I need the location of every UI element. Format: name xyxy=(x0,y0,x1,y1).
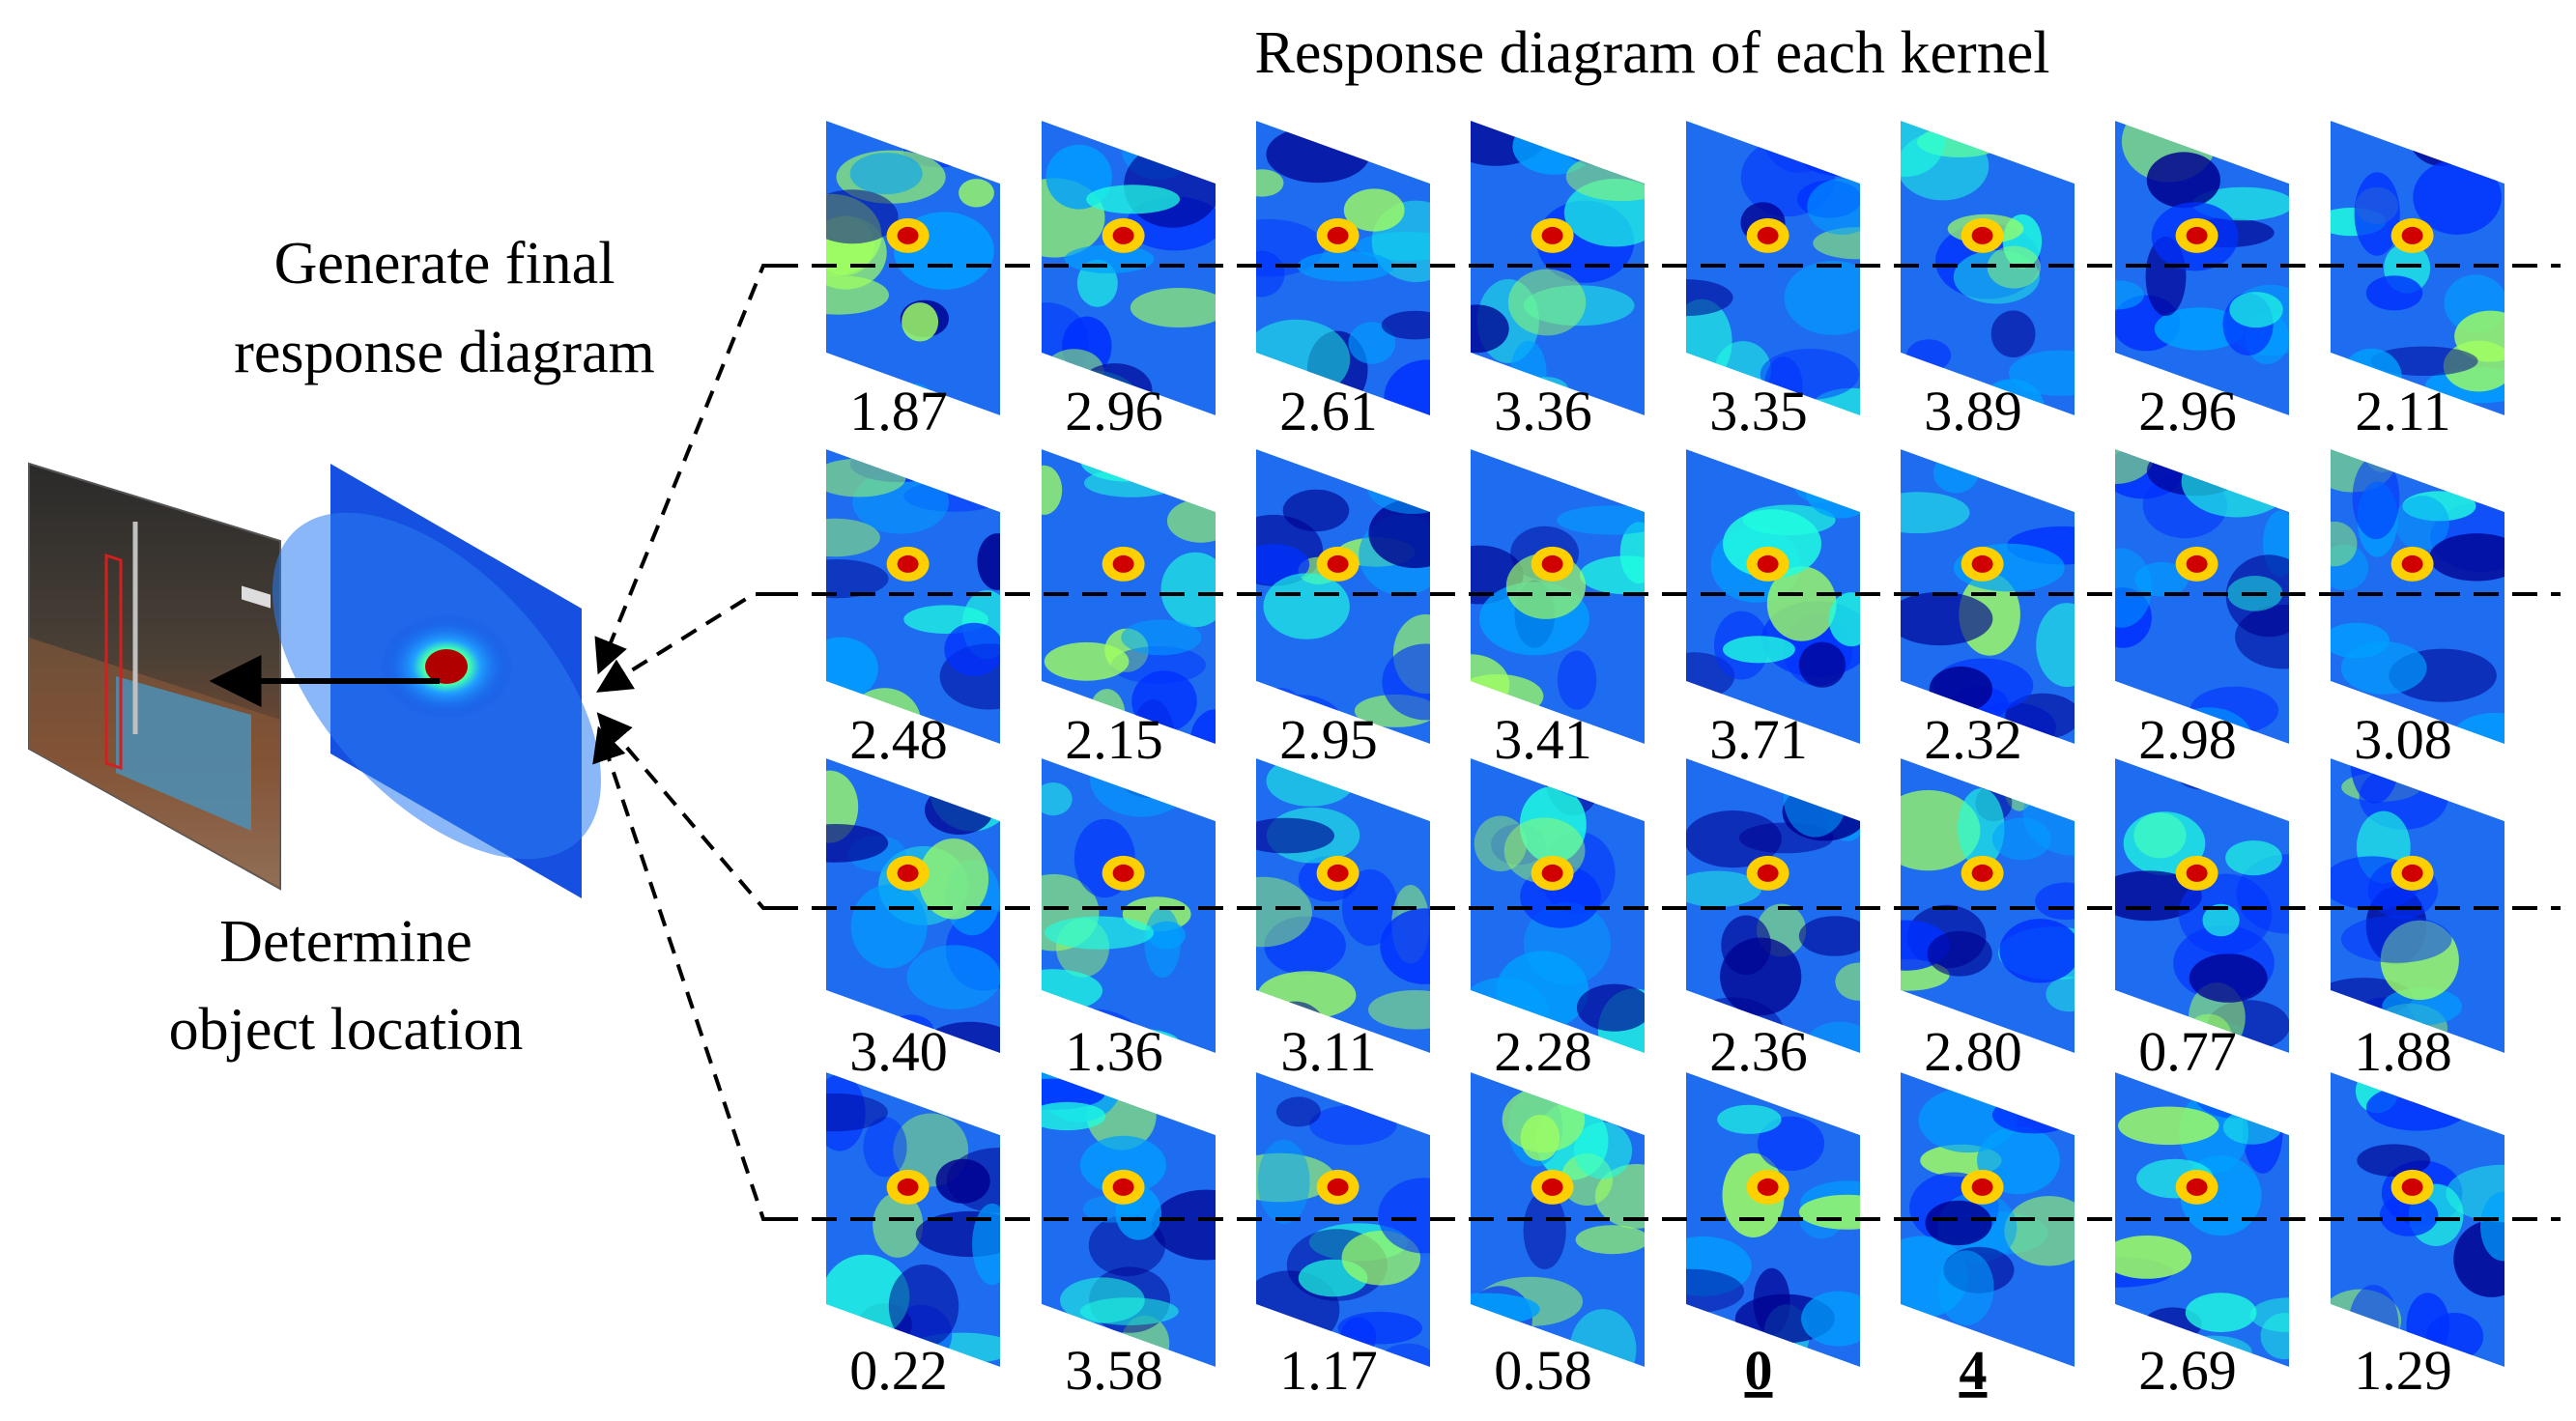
kernel-score-labels: 1.87 2.96 2.61 3.36 3.35 3.89 2.96 2.11 2.48 2.15… xyxy=(849,380,2452,1402)
kernel-tile xyxy=(1256,449,1430,744)
kernel-score: 2.11 xyxy=(2355,380,2450,442)
kernel-tile xyxy=(1256,758,1430,1053)
kernel-score: 1.36 xyxy=(1065,1020,1163,1083)
kernel-score: 1.88 xyxy=(2354,1020,2452,1083)
kernel-tile xyxy=(1686,121,1860,415)
kernel-score: 4 xyxy=(1960,1339,1988,1402)
kernel-score: 3.11 xyxy=(1280,1020,1376,1083)
kernel-score: 3.71 xyxy=(1709,708,1808,771)
kernel-score: 2.98 xyxy=(2138,708,2237,771)
kernel-score: 3.35 xyxy=(1709,380,1808,442)
kernel-score: 2.36 xyxy=(1709,1020,1808,1083)
kernel-score: 1.87 xyxy=(849,380,948,442)
kernel-score: 0.77 xyxy=(2138,1020,2237,1083)
kernel-score: 1.17 xyxy=(1279,1339,1378,1402)
kernel-score: 3.58 xyxy=(1065,1339,1163,1402)
kernel-tile xyxy=(2115,758,2289,1053)
kernel-score: 2.69 xyxy=(2138,1339,2237,1402)
kernel-tile xyxy=(1471,449,1645,744)
kernel-score: 2.96 xyxy=(1065,380,1163,442)
kernel-tile xyxy=(1686,449,1860,744)
kernel-tile xyxy=(826,758,1000,1053)
generate-label-line1: Generate final xyxy=(274,231,615,297)
kernel-tile xyxy=(2331,449,2504,744)
kernel-score: 3.89 xyxy=(1924,380,2022,442)
determine-label-line1: Determine xyxy=(219,909,472,975)
kernel-tile xyxy=(1256,1072,1430,1367)
kernel-score: 0.22 xyxy=(849,1339,948,1402)
determine-label-line2: object location xyxy=(169,997,524,1063)
kernel-score: 2.96 xyxy=(2138,380,2237,442)
kernel-tile xyxy=(2331,1072,2504,1367)
kernel-score: 3.08 xyxy=(2354,708,2452,771)
kernel-tile xyxy=(1901,449,2075,744)
kernel-score: 1.29 xyxy=(2354,1339,2452,1402)
kernel-score: 2.28 xyxy=(1494,1020,1592,1083)
kernel-score: 3.36 xyxy=(1494,380,1592,442)
video-frame-image xyxy=(28,462,281,891)
kernel-score: 0.58 xyxy=(1494,1339,1592,1402)
kernel-tile xyxy=(826,449,1000,744)
kernel-tile xyxy=(1686,1072,1860,1367)
kernel-score: 2.95 xyxy=(1279,708,1378,771)
kernel-tile xyxy=(1042,1072,1216,1367)
row-connectors xyxy=(592,264,773,1221)
kernel-response-grid xyxy=(826,121,2504,1367)
kernel-score: 2.48 xyxy=(849,708,948,771)
kernel-tile xyxy=(1901,758,2075,1053)
kernel-score: 2.80 xyxy=(1924,1020,2022,1083)
final-response-map xyxy=(272,464,601,898)
kernel-score: 2.61 xyxy=(1279,380,1378,442)
row-dashed-lines xyxy=(773,264,2561,1221)
kernel-tile xyxy=(2331,121,2504,415)
figure-title: Response diagram of each kernel xyxy=(1255,20,2050,86)
kernel-score: 3.41 xyxy=(1494,708,1592,771)
kernel-score: 2.32 xyxy=(1924,708,2022,771)
kernel-tile xyxy=(1901,1072,2075,1367)
kernel-score: 0 xyxy=(1745,1339,1773,1402)
kernel-tile xyxy=(1901,121,2075,415)
kernel-score: 2.15 xyxy=(1065,708,1163,771)
kernel-score: 3.40 xyxy=(849,1020,948,1083)
generate-label-line2: response diagram xyxy=(234,320,655,385)
kernel-tile xyxy=(2115,121,2289,415)
kernel-tile xyxy=(1471,121,1645,415)
